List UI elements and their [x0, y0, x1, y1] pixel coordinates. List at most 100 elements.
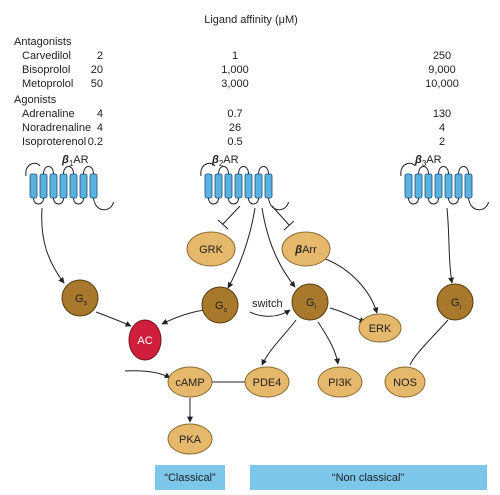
affinity-table: Ligand affinity (μM) Antagonists Carvedi…: [14, 14, 459, 148]
receptor-loop: [428, 197, 439, 205]
switch-label: switch: [252, 298, 283, 310]
c-terminus: [268, 197, 289, 211]
receptor-label-b2: β2AR: [211, 154, 239, 168]
node-nos: NOS: [384, 366, 426, 398]
arrow-gs-mid-to-ac: [161, 309, 206, 325]
transmembrane-helix: [434, 173, 443, 199]
transmembrane-helix: [234, 173, 243, 199]
node-gs-left: Gs: [61, 279, 99, 317]
cell-b1: 4: [97, 108, 103, 120]
transmembrane-helix: [414, 173, 423, 199]
svg-text:PKA: PKA: [179, 434, 202, 446]
receptor-loop: [43, 166, 54, 175]
receptor-loop: [33, 197, 44, 205]
svg-text:ERK: ERK: [369, 323, 392, 335]
node-pka: PKA: [167, 423, 213, 455]
arrow-barr-to-erk: [322, 257, 379, 314]
svg-text:Gi: Gi: [451, 297, 462, 311]
cell-b2: 1: [232, 50, 238, 62]
transmembrane-helix: [204, 173, 213, 199]
transmembrane-helix: [69, 173, 78, 199]
receptor-loop: [228, 197, 239, 205]
node-gi-mid: Gi: [291, 283, 329, 321]
row-label: Isoproterenol: [22, 136, 86, 148]
inhibit-b2-grk: [222, 205, 241, 225]
receptor-loop: [438, 166, 449, 175]
transmembrane-helix: [444, 173, 453, 199]
node-pi3k: PI3K: [317, 366, 363, 398]
transmembrane-helix: [39, 173, 48, 199]
cell-b1: 20: [91, 64, 103, 76]
transmembrane-helix: [404, 173, 413, 199]
classical-box: “Classical”: [155, 465, 225, 490]
arrow-gs-to-ac: [95, 311, 132, 327]
svg-text:“Classical”: “Classical”: [164, 472, 216, 484]
receptor-label-b3: β3AR: [414, 154, 442, 168]
transmembrane-helix: [214, 173, 223, 199]
receptor-loop: [448, 197, 459, 205]
cell-b3: 4: [439, 122, 445, 134]
line-gi-to-nos: [409, 319, 449, 366]
n-terminus: [200, 162, 216, 177]
node-camp: cAMP: [167, 366, 213, 398]
beta3-receptor-icon: [400, 162, 489, 211]
transmembrane-helix: [424, 173, 433, 199]
inhibit-bar-grk: [217, 219, 229, 230]
c-terminus: [93, 197, 114, 211]
receptor-loop: [248, 197, 259, 205]
row-label: Noradrenaline: [22, 122, 91, 134]
receptor-loop: [83, 166, 94, 175]
receptor-loop: [238, 166, 249, 175]
n-terminus: [25, 162, 41, 177]
cell-b1: 50: [91, 78, 103, 90]
transmembrane-helix: [29, 173, 38, 199]
node-ac: AC: [128, 319, 162, 361]
row-label: Carvedilol: [22, 50, 71, 62]
table-title: Ligand affinity (μM): [204, 14, 298, 26]
cell-b2: 0.5: [227, 136, 242, 148]
svg-text:NOS: NOS: [393, 377, 417, 389]
transmembrane-helix: [264, 173, 273, 199]
svg-text:PI3K: PI3K: [328, 377, 353, 389]
receptor-loop: [258, 166, 269, 175]
n-terminus: [400, 162, 416, 177]
arrow-b2-to-gs: [227, 207, 256, 289]
cell-b3: 2: [439, 136, 445, 148]
transmembrane-helix: [79, 173, 88, 199]
cell-b2: 0.7: [227, 108, 242, 120]
arrow-switch: [249, 309, 291, 317]
transmembrane-helix: [464, 173, 473, 199]
non-classical-box: “Non classical”: [250, 465, 487, 490]
cell-b3: 9,000: [428, 64, 456, 76]
receptor-loop: [63, 166, 74, 175]
node-grk: GRK: [186, 231, 236, 267]
transmembrane-helix: [254, 173, 263, 199]
transmembrane-helix: [454, 173, 463, 199]
group-label-antagonists: Antagonists: [14, 36, 72, 48]
cell-b3: 10,000: [425, 78, 459, 90]
transmembrane-helix: [49, 173, 58, 199]
node-pde4: PDE4: [244, 366, 290, 398]
row-label: Adrenaline: [22, 108, 75, 120]
receptor-loop: [458, 166, 469, 175]
arrow-b3-to-gi: [446, 207, 455, 284]
svg-text:βArr: βArr: [294, 244, 317, 256]
row-label: Bisoprolol: [22, 64, 70, 76]
row-label: Metoprolol: [22, 78, 73, 90]
svg-text:“Non classical”: “Non classical”: [332, 472, 404, 484]
cell-b1: 4: [97, 122, 103, 134]
arrow-b1-to-gs: [41, 207, 65, 284]
c-terminus: [468, 197, 489, 211]
cell-b2: 3,000: [221, 78, 249, 90]
transmembrane-helix: [244, 173, 253, 199]
node-gs-mid: Gs: [201, 286, 239, 324]
svg-text:AC: AC: [137, 335, 152, 347]
receptor-label-b1: β1AR: [61, 154, 89, 168]
svg-text:cAMP: cAMP: [175, 377, 204, 389]
node-gi-right: Gi: [436, 283, 474, 321]
arrow-gi-to-erk: [329, 307, 366, 323]
node-barr: βArr: [281, 231, 331, 267]
inhibit-bar-barr: [283, 220, 295, 231]
svg-text:Gs: Gs: [75, 293, 88, 307]
